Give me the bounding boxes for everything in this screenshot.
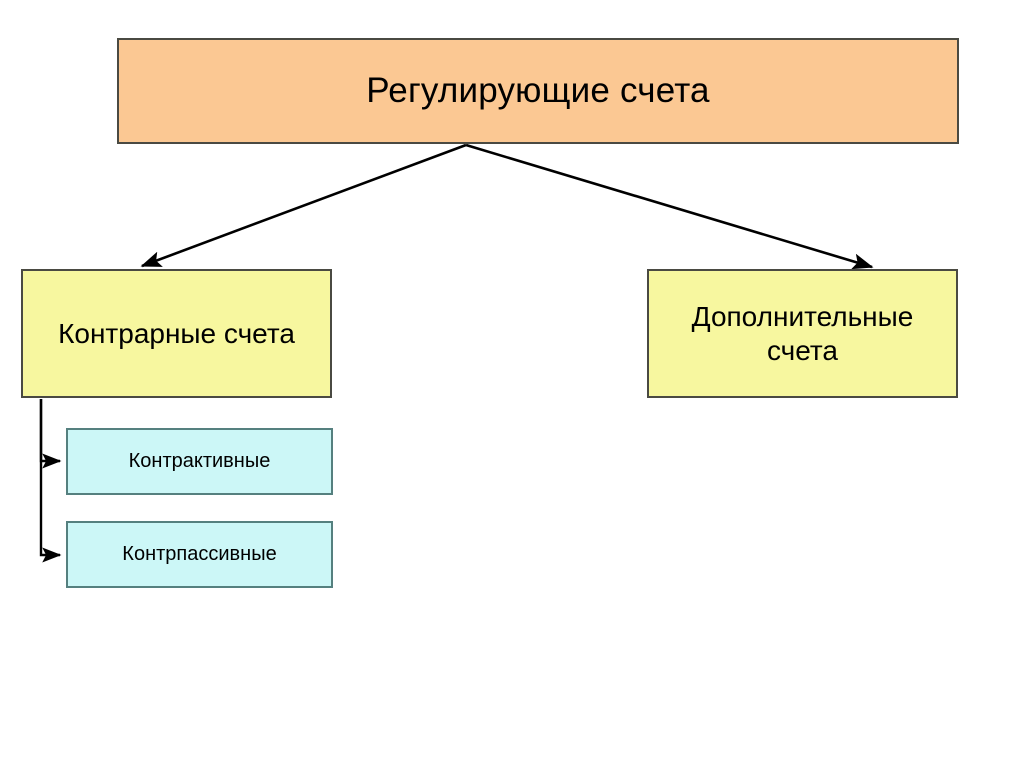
node-regulating-accounts-label: Регулирующие счета — [366, 71, 710, 111]
connector-root-to-supplementary — [465, 143, 874, 270]
node-contrary-accounts-label: Контрарные счета — [58, 317, 295, 349]
node-contra-passive[interactable]: Контрпассивные — [66, 521, 333, 588]
node-supplementary-accounts-label: Дополнительные счета — [691, 301, 914, 366]
connector-contrary-to-contra-passive — [39, 399, 62, 563]
node-contra-active[interactable]: Контрактивные — [66, 428, 333, 495]
connector-root-to-contrary — [140, 143, 467, 268]
node-contra-passive-label: Контрпассивные — [122, 542, 277, 565]
node-contrary-accounts[interactable]: Контрарные счета — [21, 269, 332, 398]
connector-contrary-to-contra-active — [39, 399, 62, 469]
node-supplementary-accounts[interactable]: Дополнительные счета — [647, 269, 958, 398]
node-contra-active-label: Контрактивные — [128, 449, 271, 472]
node-regulating-accounts[interactable]: Регулирующие счета — [117, 38, 959, 144]
